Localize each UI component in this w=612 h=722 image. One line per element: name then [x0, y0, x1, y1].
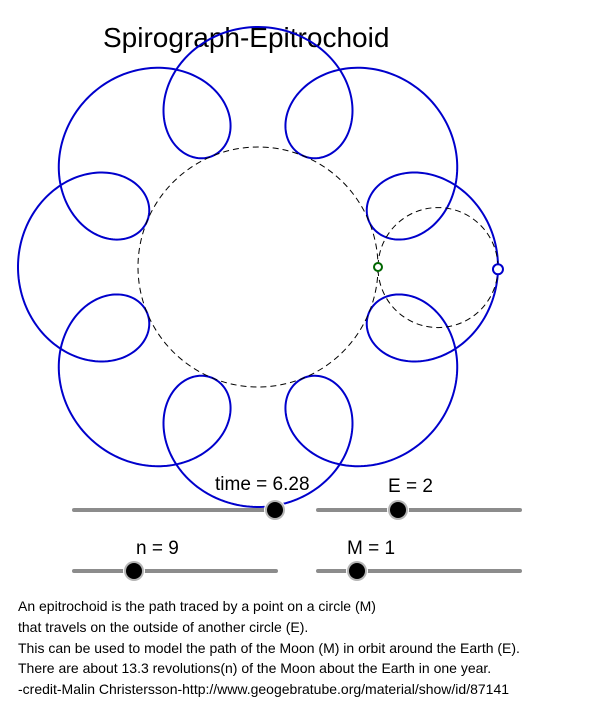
time-slider-track[interactable] [72, 508, 282, 512]
m-slider-label: M = 1 [347, 538, 396, 559]
n-slider-label: n = 9 [136, 538, 179, 559]
time-slider-label: time = 6.28 [215, 474, 310, 495]
earth-circle-e [137, 146, 379, 388]
description-line: An epitrochoid is the path traced by a p… [18, 598, 376, 614]
description-line: There are about 13.3 revolutions(n) of t… [18, 660, 492, 677]
m-slider-track[interactable] [316, 569, 522, 573]
e-slider-knob[interactable] [390, 502, 407, 518]
description-line: that travels on the outside of another c… [18, 618, 309, 635]
description-line: This can be used to model the path of th… [18, 639, 520, 656]
e-slider-track[interactable] [316, 508, 522, 512]
tracer-point[interactable] [491, 263, 504, 276]
n-slider-knob[interactable] [125, 563, 142, 579]
m-slider-knob[interactable] [349, 563, 366, 579]
moon-center-point[interactable] [373, 262, 383, 272]
moon-circle-m [377, 207, 499, 329]
time-slider-knob[interactable] [266, 502, 283, 518]
e-slider-label: E = 2 [388, 476, 433, 497]
description-text: An epitrochoid is the path traced by a p… [18, 596, 603, 700]
n-slider-track[interactable] [72, 569, 278, 573]
description-line: -credit-Malin Christersson-http://www.ge… [18, 681, 510, 698]
epitrochoid-curve [17, 25, 499, 508]
